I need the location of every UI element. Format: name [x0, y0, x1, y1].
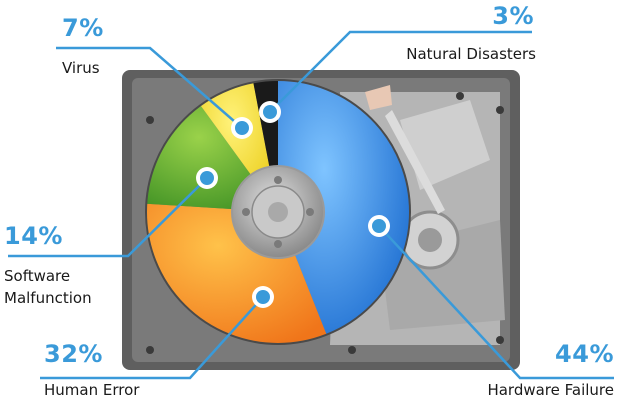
read-arm: [385, 110, 445, 214]
marker-natural: [259, 101, 281, 123]
leader-lines: [8, 30, 614, 380]
label-software-name-line1: Software: [4, 267, 71, 285]
leader-line-natural: [269, 30, 532, 113]
label-software-pct: 14%: [4, 222, 63, 250]
marker-hardware: [368, 215, 390, 237]
label-hardware-pct: 44%: [555, 340, 614, 368]
leader-line-human: [40, 296, 264, 380]
disc-rim: [145, 79, 411, 345]
pie-slice-hardware-failure: [278, 80, 410, 335]
label-virus-pct: 7%: [62, 14, 104, 42]
disc-hub: [231, 165, 325, 259]
leader-line-virus: [56, 46, 243, 129]
leader-line-software: [8, 177, 208, 258]
label-hardware-name: Hardware Failure: [487, 381, 614, 399]
label-virus-name: Virus: [62, 59, 100, 77]
label-natural-pct: 3%: [492, 2, 534, 30]
slice-markers: [196, 101, 390, 308]
leader-line-hardware: [378, 225, 614, 380]
label-software-name-line2: Malfunction: [4, 289, 92, 307]
label-natural-name: Natural Disasters: [406, 45, 536, 63]
label-human-name: Human Error: [44, 381, 140, 399]
label-human-pct: 32%: [44, 340, 103, 368]
drive-connector: [365, 85, 392, 110]
marker-software: [196, 167, 218, 189]
marker-human: [252, 286, 274, 308]
marker-virus: [231, 117, 253, 139]
